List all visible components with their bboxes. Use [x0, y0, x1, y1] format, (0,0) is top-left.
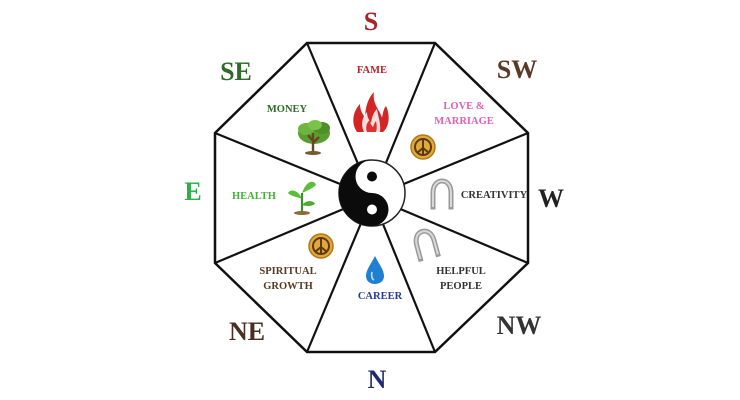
area-label-creativity: CREATIVITY	[461, 190, 528, 201]
sprout-icon	[288, 181, 316, 215]
water-drop-icon	[366, 256, 384, 284]
area-label-fame: FAME	[357, 65, 387, 76]
area-label-love-line2: MARRIAGE	[434, 116, 494, 127]
horseshoe-icon	[430, 178, 454, 210]
area-label-spiritual-line1: SPIRITUAL	[259, 266, 316, 277]
tree-icon	[298, 120, 330, 155]
area-label-career: CAREER	[358, 291, 403, 302]
flame-icon	[353, 92, 389, 132]
direction-south: S	[364, 7, 378, 36]
direction-north: N	[368, 365, 387, 394]
direction-northeast: NE	[229, 317, 265, 346]
area-label-helpful-line2: PEOPLE	[440, 281, 482, 292]
yin-yang-icon	[338, 159, 406, 227]
direction-west: W	[538, 184, 564, 213]
area-label-health: HEALTH	[232, 191, 276, 202]
area-label-helpful-line1: HELPFUL	[436, 266, 486, 277]
peace-sign-icon	[410, 134, 436, 160]
area-label-spiritual-line2: GROWTH	[263, 281, 313, 292]
direction-southeast: SE	[220, 57, 252, 86]
direction-northwest: NW	[497, 311, 542, 340]
direction-east: E	[184, 177, 201, 206]
peace-sign-icon	[308, 233, 334, 259]
direction-southwest: SW	[497, 55, 537, 84]
area-label-money: MONEY	[267, 104, 308, 115]
horseshoe-icon	[413, 228, 441, 262]
area-label-love-line1: LOVE &	[443, 101, 484, 112]
